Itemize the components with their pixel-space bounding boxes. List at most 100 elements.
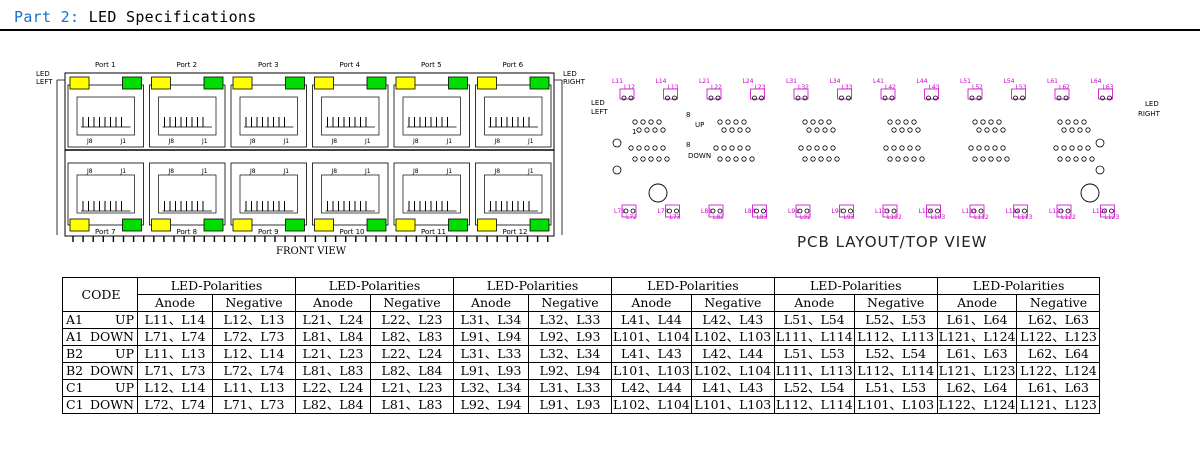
jack-pin-label: J8 xyxy=(168,138,175,145)
pcb-pad xyxy=(895,119,901,125)
pcb-led-label: L44 xyxy=(916,78,928,85)
pcb-pad xyxy=(721,127,727,133)
pcb-pad xyxy=(1061,127,1067,133)
anode-cell: L11、L13 xyxy=(137,345,213,363)
jack-outline xyxy=(475,162,552,226)
pcb-pad xyxy=(1077,145,1083,151)
led-yellow xyxy=(395,218,416,232)
pcb-pad xyxy=(652,145,658,151)
pcb-pad xyxy=(717,156,723,162)
led-yellow xyxy=(69,218,90,232)
jack-pins xyxy=(407,201,457,212)
pcb-pad xyxy=(1085,127,1091,133)
pcb-pad xyxy=(806,145,812,151)
code-position: DOWN xyxy=(89,329,134,344)
negative-cell: L11、L13 xyxy=(212,379,296,397)
pcb-layout-drawing xyxy=(612,88,1115,218)
pcb-led-label: L63 xyxy=(1102,84,1114,91)
pcb-pad xyxy=(721,145,727,151)
pcb-pad xyxy=(907,127,913,133)
pcb-led-marker xyxy=(1011,88,1026,100)
anode-cell: L81、L83 xyxy=(295,362,371,380)
jack-outline xyxy=(312,162,389,226)
pcb-pad xyxy=(1073,156,1079,162)
pcb-pad xyxy=(980,119,986,125)
pcb-pad xyxy=(980,156,986,162)
led-green xyxy=(203,218,224,232)
anode-cell: L101、L103 xyxy=(611,362,692,380)
jack-outline xyxy=(393,84,470,148)
pcb-pad xyxy=(640,156,646,162)
pcb-pad xyxy=(830,145,836,151)
pcb-led-marker xyxy=(1098,88,1113,100)
pcb-led-marker xyxy=(926,204,941,218)
pcb-pad xyxy=(652,127,658,133)
negative-cell: L101、L103 xyxy=(853,396,938,414)
pcb-led-label: L103 xyxy=(930,214,946,221)
pcb-led-label: L14 xyxy=(655,78,667,85)
pcb-led-label: L62 xyxy=(1059,84,1070,91)
jack-outline xyxy=(230,84,307,148)
led-yellow xyxy=(314,218,334,232)
pcb-pad xyxy=(1077,127,1083,133)
pcb-led-marker xyxy=(621,204,637,218)
pcb-pad xyxy=(822,145,828,151)
negative-header: Negative xyxy=(528,294,612,312)
negative-cell: L61、L63 xyxy=(1016,379,1101,397)
led-green xyxy=(203,76,224,90)
anode-cell: L31、L34 xyxy=(453,311,529,329)
pcb-led-label: L93 xyxy=(843,214,855,221)
negative-cell: L41、L43 xyxy=(690,379,775,397)
pcb-led-label: L12 xyxy=(624,84,635,91)
pcb-led-label: L23 xyxy=(754,84,766,91)
port-label: Port 6 xyxy=(502,61,524,69)
pcb-led-marker xyxy=(882,204,898,218)
pcb-pad xyxy=(1065,119,1071,125)
pcb-pad xyxy=(915,127,921,133)
pcb-led-label: L101 xyxy=(875,208,890,215)
pcb-led-marker xyxy=(619,88,635,100)
polarity-group-header: LED-Polarities xyxy=(773,277,938,295)
pcb-led-marker xyxy=(708,204,724,218)
jack-pin-label: J8 xyxy=(494,168,501,175)
anode-cell: L92、L94 xyxy=(453,396,529,414)
jack-pins xyxy=(162,117,212,128)
jack-pin-label: J8 xyxy=(86,138,93,145)
pcb-led-label: L72 xyxy=(626,214,637,221)
negative-cell: L122、L123 xyxy=(1016,328,1101,346)
pcb-pad xyxy=(802,119,808,125)
pcb-pad xyxy=(636,127,642,133)
jack-pin-label: J1 xyxy=(283,138,290,145)
negative-cell: L42、L43 xyxy=(690,311,775,329)
pcb-pad xyxy=(737,127,743,133)
pcb-pad xyxy=(1053,145,1059,151)
negative-cell: L92、L94 xyxy=(528,362,612,380)
pcb-pad xyxy=(741,156,747,162)
pcb-down-label: DOWN xyxy=(688,152,712,160)
pcb-led-label: L113 xyxy=(1017,214,1033,221)
jack-opening xyxy=(76,174,135,214)
negative-cell: L82、L83 xyxy=(370,328,454,346)
pcb-led-label: L83 xyxy=(756,214,768,221)
negative-cell: L112、L113 xyxy=(853,328,938,346)
jack-pins xyxy=(407,117,457,128)
anode-cell: L32、L34 xyxy=(453,379,529,397)
polarity-group-header: LED-Polarities xyxy=(453,277,612,295)
pcb-pad xyxy=(644,127,650,133)
led-yellow xyxy=(477,76,497,90)
led-yellow xyxy=(151,218,171,232)
pcb-hole xyxy=(612,165,622,175)
pcb-led-marker xyxy=(795,204,811,218)
jack-pins xyxy=(488,117,538,128)
jack-pin-label: J1 xyxy=(364,138,371,145)
jack-pins xyxy=(325,117,375,128)
pcb-pad xyxy=(984,145,990,151)
pcb-led-label: L24 xyxy=(742,78,754,85)
jack-pin-label: J8 xyxy=(331,138,338,145)
jack-opening xyxy=(321,96,380,136)
pcb-led-marker xyxy=(967,88,983,100)
led-yellow xyxy=(395,76,416,90)
pcb-led-label: L114 xyxy=(1005,208,1021,215)
